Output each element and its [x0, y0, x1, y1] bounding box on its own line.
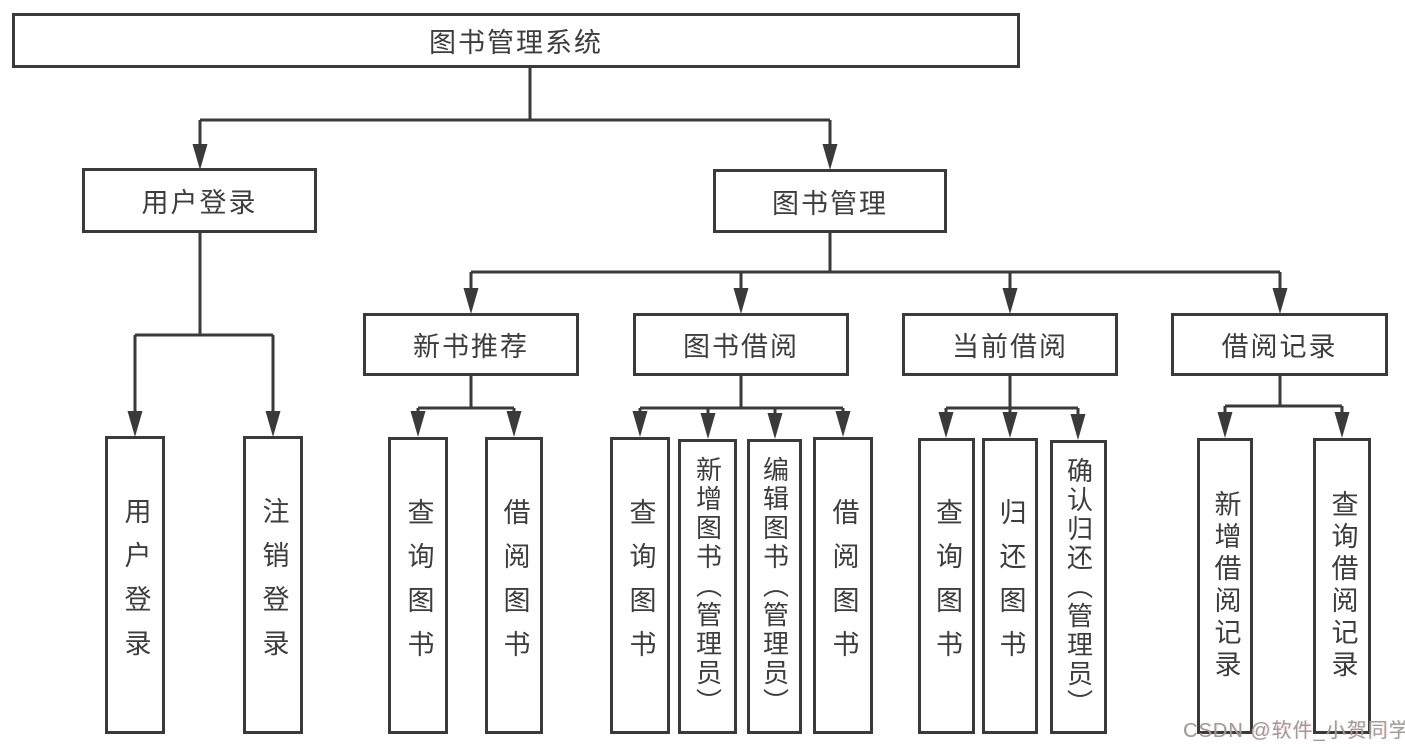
node-new-book-recommendation: 新书推荐 [363, 313, 579, 376]
leaf-borrow-books-recommend: 借阅图书 [485, 437, 543, 734]
leaf-label: 用户登录 [120, 497, 151, 673]
node-borrowing-records: 借阅记录 [1171, 313, 1388, 376]
leaf-user-login: 用户登录 [105, 436, 165, 734]
leaf-label: 查询图书 [625, 497, 656, 674]
leaf-label: 查询借阅记录 [1327, 490, 1358, 682]
leaf-label: 借阅图书 [828, 497, 859, 674]
leaf-logout: 注销登录 [243, 436, 303, 734]
leaf-query-borrow-record: 查询借阅记录 [1313, 438, 1371, 734]
leaf-add-borrow-record: 新增借阅记录 [1197, 438, 1253, 734]
node-current-borrowing: 当前借阅 [902, 313, 1118, 376]
leaf-query-books-current: 查询图书 [918, 438, 975, 734]
leaf-confirm-return-admin: 确认归还（管理员） [1050, 440, 1107, 734]
leaf-label: 归还图书 [995, 498, 1026, 674]
leaf-label: 注销登录 [258, 497, 289, 673]
arrowhead-icons [127, 144, 1350, 440]
leaf-add-book-admin: 新增图书（管理员） [678, 439, 737, 734]
node-user-login: 用户登录 [82, 168, 317, 233]
leaf-label: 查询图书 [932, 498, 962, 674]
leaf-label: 借阅图书 [499, 497, 530, 674]
leaf-query-books-recommend: 查询图书 [388, 437, 448, 734]
node-library-management-system: 图书管理系统 [12, 13, 1020, 68]
leaf-borrow-books-borrowing: 借阅图书 [813, 437, 873, 734]
leaf-label: 新增借阅记录 [1210, 490, 1241, 682]
leaf-label: 确认归还（管理员） [1063, 456, 1094, 718]
leaf-label: 查询图书 [403, 497, 434, 674]
leaf-label: 新增图书（管理员） [692, 456, 723, 717]
leaf-query-books-borrowing: 查询图书 [610, 437, 670, 734]
leaf-label: 编辑图书（管理员） [759, 456, 790, 717]
watermark: CSDN @软件_小贺同学 [1183, 720, 1405, 742]
node-book-borrowing: 图书借阅 [633, 313, 849, 376]
leaf-return-book: 归还图书 [982, 438, 1038, 734]
node-book-management: 图书管理 [713, 169, 947, 233]
leaf-edit-book-admin: 编辑图书（管理员） [747, 439, 802, 734]
